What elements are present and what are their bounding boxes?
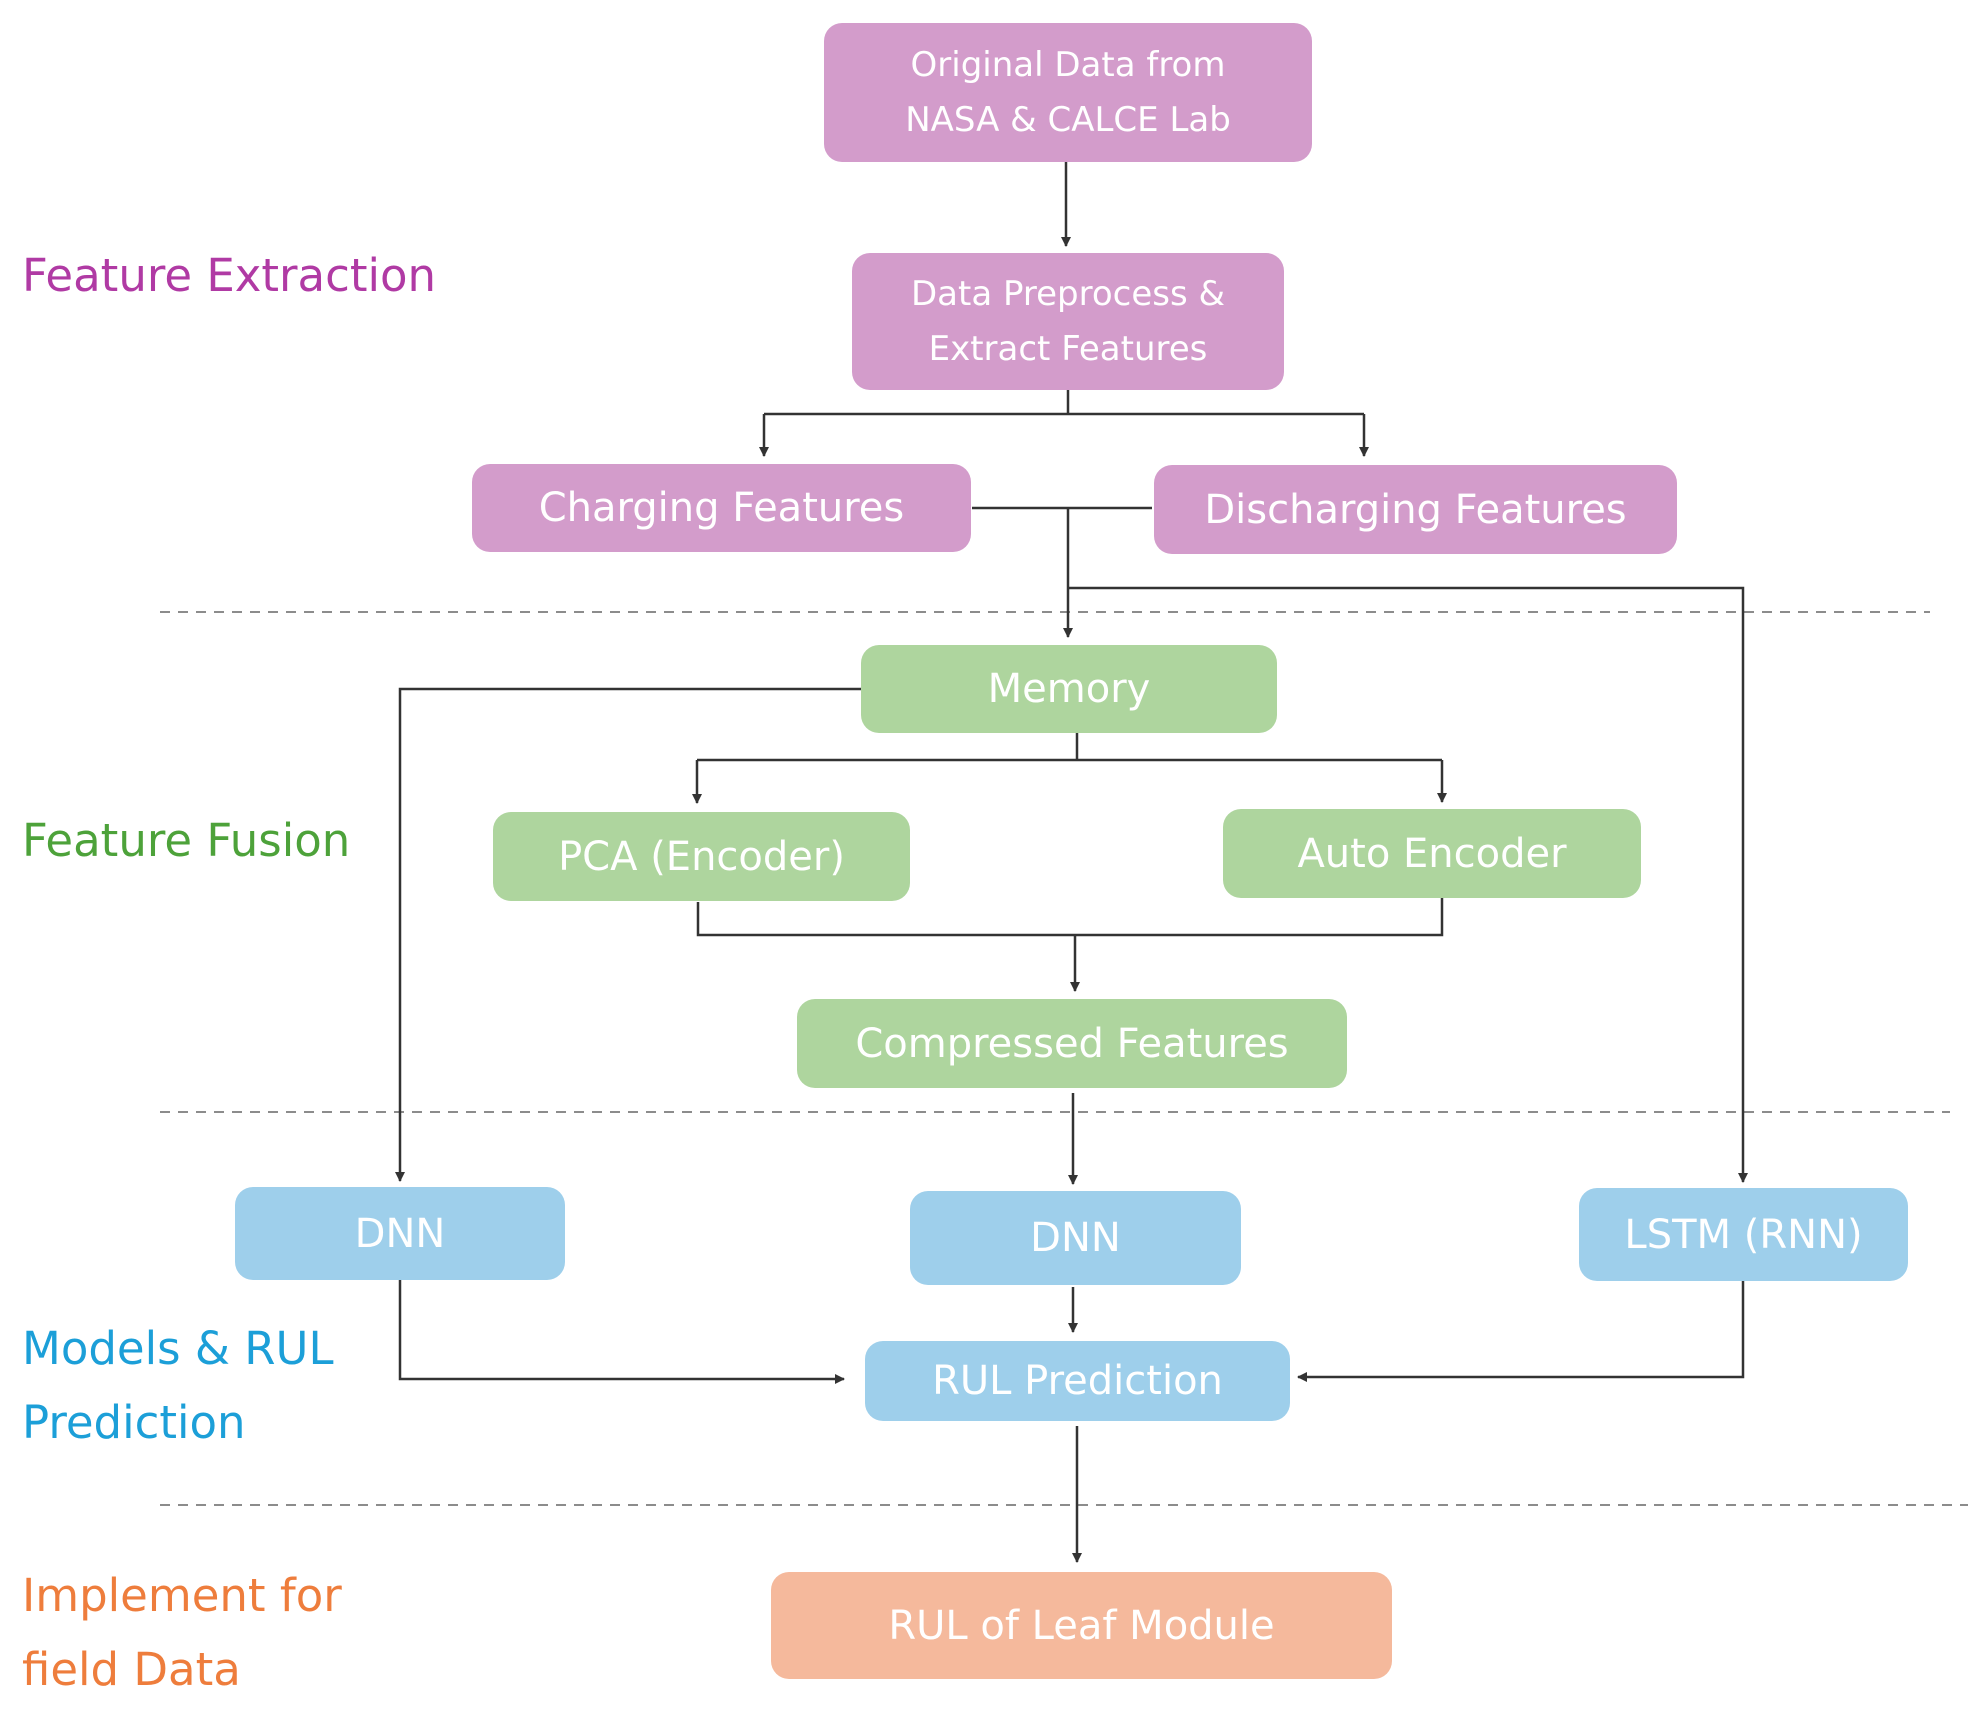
arrow-dnn-left-to-rul (398, 1280, 845, 1384)
line-features-merge (972, 506, 1152, 588)
arrow-memory-to-dnn-left (395, 687, 862, 1182)
node-pca-encoder: PCA (Encoder) (493, 812, 910, 901)
stage-label-feature-fusion: Feature Fusion (22, 814, 351, 867)
stage-label-implement: Implement for field Data (22, 1569, 342, 1696)
node-memory: Memory (861, 645, 1277, 733)
stage-label-models-rul: Models & RUL Prediction (22, 1322, 334, 1449)
line-encoders-merge (696, 898, 1444, 937)
stage-label-feature-extraction: Feature Extraction (22, 249, 437, 302)
node-compressed-features: Compressed Features (797, 999, 1347, 1088)
arrow-lstm-to-rul (1297, 1280, 1745, 1382)
node-data-preprocess: Data Preprocess & Extract Features (852, 253, 1284, 390)
node-lstm-rnn: LSTM (RNN) (1579, 1188, 1908, 1281)
node-dnn-center: DNN (910, 1191, 1241, 1285)
line-memory-split (697, 732, 1442, 762)
node-charging-features: Charging Features (472, 464, 971, 552)
line-preprocess-split (764, 390, 1364, 416)
node-discharging-features: Discharging Features (1154, 465, 1677, 554)
node-rul-prediction: RUL Prediction (865, 1341, 1290, 1421)
node-auto-encoder: Auto Encoder (1223, 809, 1641, 898)
node-dnn-left: DNN (235, 1187, 565, 1280)
stage-dividers (160, 611, 1968, 1506)
node-original-data: Original Data from NASA & CALCE Lab (824, 23, 1312, 162)
arrow-features-to-lstm (1068, 586, 1748, 1183)
connector-lines (395, 162, 1748, 1563)
node-rul-leaf-module: RUL of Leaf Module (771, 1572, 1392, 1679)
